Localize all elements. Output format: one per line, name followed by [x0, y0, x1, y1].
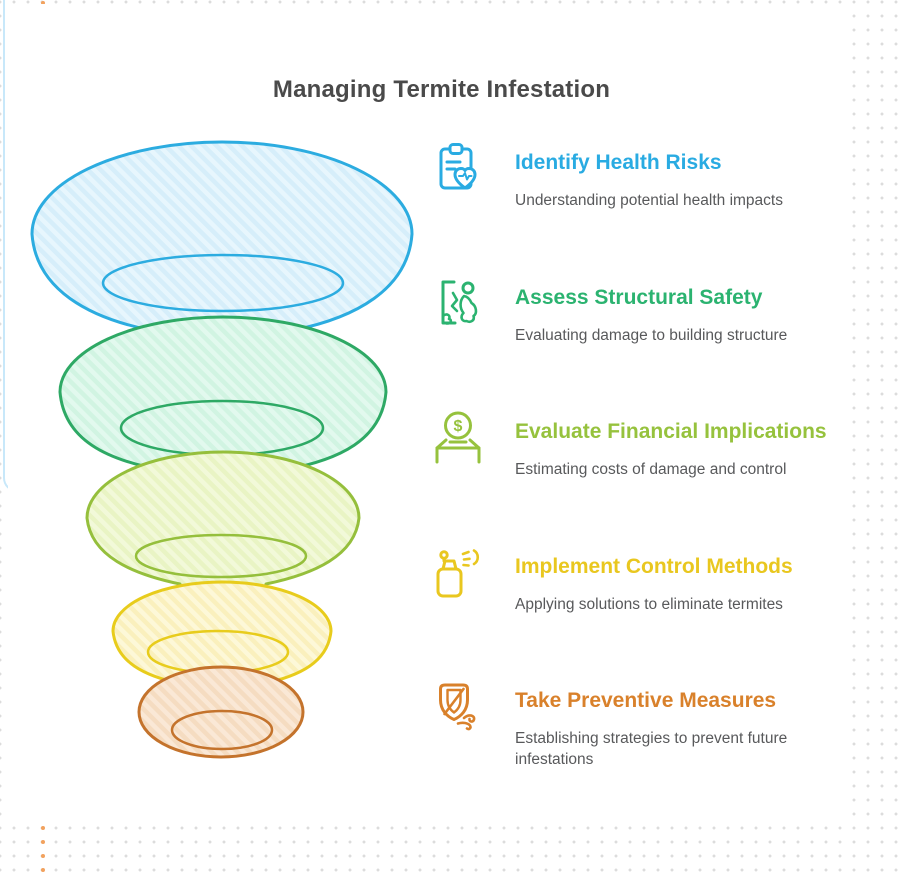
content-card: Managing Termite Infestation [8, 4, 850, 822]
step-title: Assess Structural Safety [515, 286, 763, 309]
accent-dot [41, 868, 45, 872]
coin-deposit-icon: $ [430, 409, 486, 465]
person-slipping-icon [430, 275, 486, 331]
accent-dot [41, 840, 45, 844]
step-description: Applying solutions to eliminate termites [515, 596, 783, 613]
clipboard-heart-icon [430, 140, 486, 196]
funnel-level-financial [85, 450, 361, 595]
shield-slash-icon [430, 678, 486, 734]
page-title: Managing Termite Infestation [272, 76, 611, 104]
svg-text:$: $ [454, 418, 463, 435]
funnel-level-health-rim [101, 253, 345, 313]
step-description: Understanding potential health impacts [515, 192, 783, 209]
step-description: Establishing strategies to prevent futur… [515, 730, 788, 768]
step-description: Evaluating damage to building structure [515, 327, 788, 344]
accent-dot [41, 1, 45, 5]
step-description: Estimating costs of damage and control [515, 461, 787, 478]
funnel-level-financial-rim [134, 533, 308, 579]
termite-funnel-diagram [30, 140, 414, 759]
spray-bottle-icon [430, 544, 486, 600]
step-title: Identify Health Risks [515, 151, 722, 174]
accent-dot [41, 854, 45, 858]
step-title: Implement Control Methods [515, 555, 793, 578]
step-title: Take Preventive Measures [515, 689, 777, 712]
funnel-level-preventive-rim [170, 709, 274, 751]
accent-dot [41, 826, 45, 830]
step-title: Evaluate Financial Implications [515, 420, 827, 443]
